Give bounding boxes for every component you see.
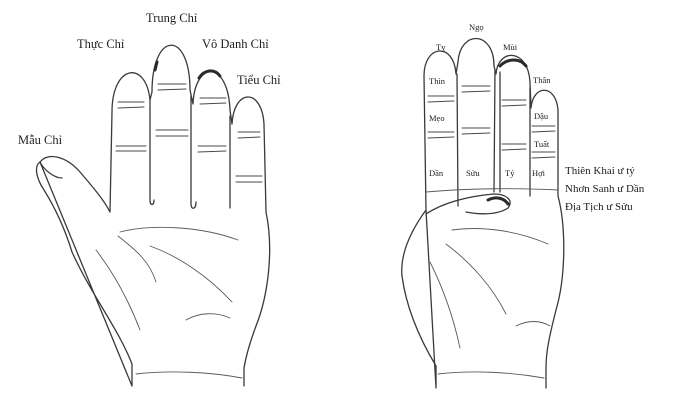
right-thumb-nail bbox=[488, 198, 508, 204]
left-hand-outline bbox=[37, 45, 270, 386]
left-hand bbox=[37, 45, 270, 386]
label-tieu-chi: Tiểu Chỉ bbox=[237, 73, 281, 87]
label-dau: Dậu bbox=[534, 111, 549, 121]
note-dia-tich: Địa Tịch ư Sửu bbox=[565, 201, 633, 213]
left-finger-sep-1 bbox=[150, 100, 154, 205]
right-palm-lines bbox=[430, 229, 550, 378]
label-thin: Thìn bbox=[429, 76, 446, 86]
label-suu: Sửu bbox=[466, 168, 480, 178]
label-tuat: Tuất bbox=[534, 139, 550, 149]
label-ngo: Ngọ bbox=[469, 22, 484, 32]
label-mui: Mùi bbox=[503, 42, 518, 52]
label-trung-chi: Trung Chỉ bbox=[146, 11, 198, 25]
left-knuckle-creases bbox=[116, 84, 262, 182]
note-thien-khai: Thiên Khai ư tý bbox=[565, 165, 635, 177]
right-finger-sep-2 bbox=[494, 70, 495, 192]
label-hoi: Hợi bbox=[532, 168, 546, 178]
left-palm-lines bbox=[96, 227, 242, 378]
label-mau-chi: Mẫu Chỉ bbox=[18, 133, 63, 147]
left-nail-shade-2 bbox=[199, 71, 220, 78]
label-dan: Dần bbox=[429, 168, 444, 178]
left-finger-sep-2 bbox=[191, 96, 196, 208]
label-mao: Mẹo bbox=[429, 113, 445, 123]
label-ti: Tỵ bbox=[436, 42, 446, 52]
right-base-line bbox=[426, 189, 558, 192]
label-than: Thân bbox=[533, 75, 551, 85]
left-nail-shade-1 bbox=[155, 62, 157, 70]
right-nail-shade-1 bbox=[500, 60, 526, 66]
label-vo-danh-chi: Vô Danh Chỉ bbox=[202, 37, 269, 51]
right-finger-sep-1 bbox=[457, 74, 458, 206]
right-hand bbox=[402, 38, 564, 388]
label-thuc-chi: Thực Chỉ bbox=[77, 37, 125, 51]
note-nhon-sanh: Nhơn Sanh ư Dần bbox=[565, 183, 645, 195]
label-ty: Tý bbox=[505, 168, 515, 178]
